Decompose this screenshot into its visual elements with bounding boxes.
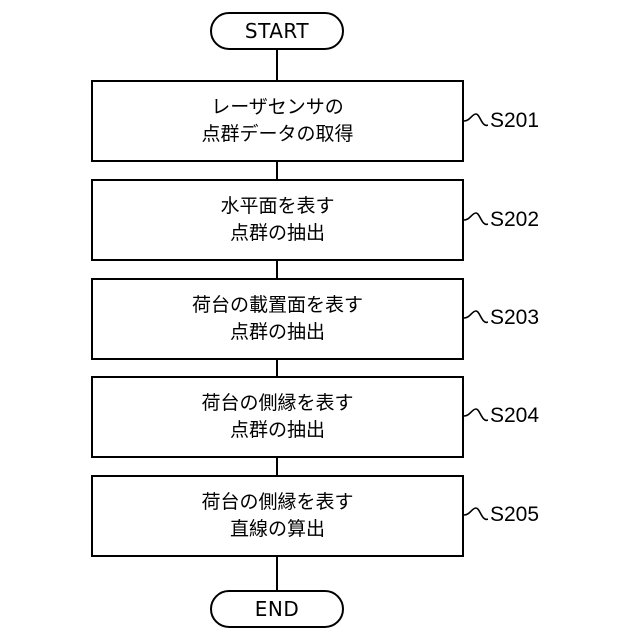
start-label: START [245,19,309,43]
step-s202-code: S202 [490,208,539,232]
step-s205-line2: 直線の算出 [230,516,325,543]
step-s201-line1: レーザセンサの [211,94,344,121]
step-s203-line1: 荷台の載置面を表す [192,292,363,319]
step-box-s202: 水平面を表す 点群の抽出 [91,179,464,261]
step-s204-line2: 点群の抽出 [230,417,325,444]
step-box-s205: 荷台の側縁を表す 直線の算出 [91,475,464,557]
connector-s204-s205 [276,458,278,475]
step-box-s201: レーザセンサの 点群データの取得 [91,80,464,162]
connector-start-s201 [276,50,278,80]
step-s202-line1: 水平面を表す [220,193,334,220]
end-terminal: END [210,590,344,628]
connector-s202-s203 [276,261,278,278]
step-s204-line1: 荷台の側縁を表す [201,390,353,417]
step-s202-leader [464,210,488,230]
step-s202-line2: 点群の抽出 [230,220,325,247]
connector-s201-s202 [276,162,278,179]
step-s201-line2: 点群データの取得 [201,121,353,148]
step-s205-line1: 荷台の側縁を表す [201,489,353,516]
step-s203-line2: 点群の抽出 [230,319,325,346]
step-s204-leader [464,406,488,426]
connector-s205-end [276,557,278,590]
start-terminal: START [210,12,344,50]
connector-s203-s204 [276,360,278,376]
step-s205-code: S205 [490,503,539,527]
step-box-s203: 荷台の載置面を表す 点群の抽出 [91,278,464,360]
step-s203-leader [464,308,488,328]
step-s204-code: S204 [490,404,539,428]
step-s201-code: S201 [490,109,539,133]
step-s205-leader [464,505,488,525]
step-box-s204: 荷台の側縁を表す 点群の抽出 [91,376,464,458]
end-label: END [255,597,300,621]
step-s203-code: S203 [490,306,539,330]
step-s201-leader [464,111,488,131]
